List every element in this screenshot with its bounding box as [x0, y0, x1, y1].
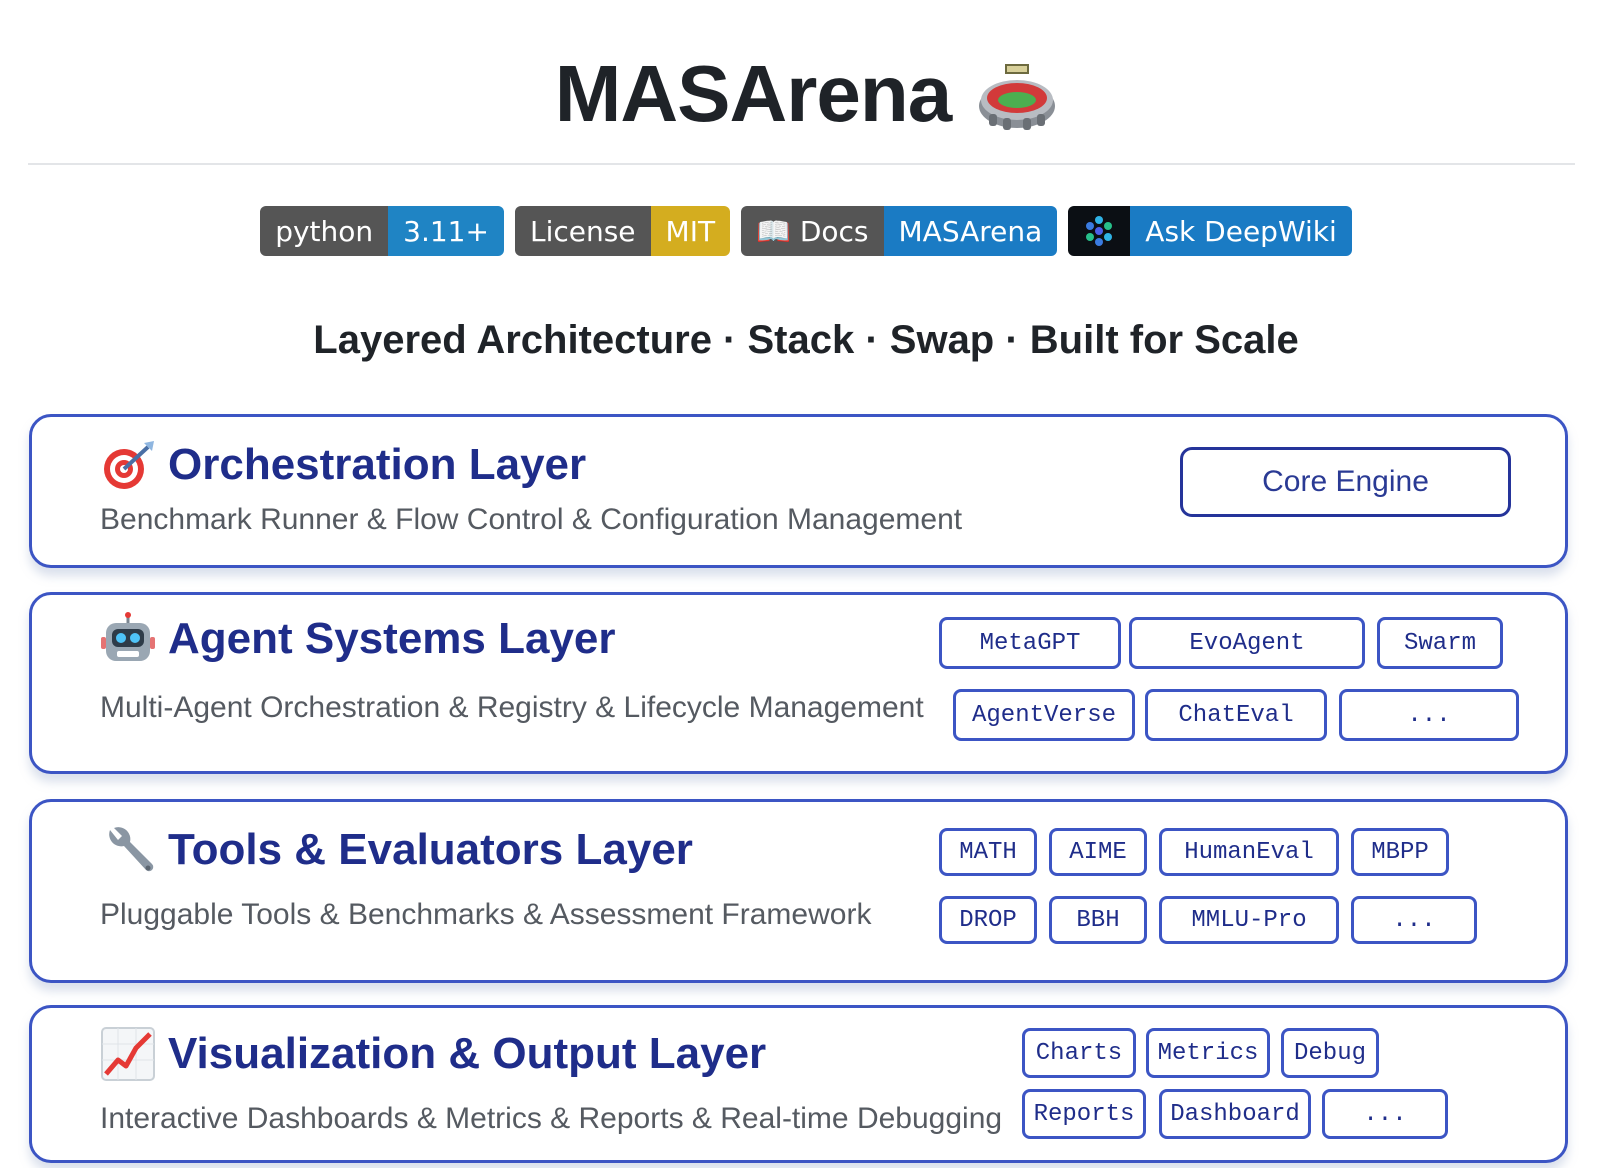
header: MASArena	[0, 44, 1612, 144]
output-chip-charts: Charts	[1022, 1028, 1136, 1078]
chart-increasing-icon	[101, 1027, 155, 1081]
license-badge[interactable]: License MIT	[514, 206, 731, 256]
badge-label: python	[260, 206, 389, 256]
benchmark-chip-mbpp: MBPP	[1351, 828, 1449, 876]
layer-title: Tools & Evaluators Layer	[100, 822, 693, 878]
visualization-output-layer-panel: Visualization & Output Layer Interactive…	[29, 1005, 1568, 1163]
output-chip-metrics: Metrics	[1146, 1028, 1270, 1078]
core-engine-box: Core Engine	[1180, 447, 1511, 517]
agent-chip-evoagent: EvoAgent	[1129, 617, 1365, 669]
output-chip-more: ...	[1322, 1089, 1448, 1139]
layer-title: Orchestration Layer	[100, 437, 586, 493]
agent-systems-layer-panel: Agent Systems Layer Multi-Agent Orchestr…	[29, 592, 1568, 774]
output-chip-reports: Reports	[1022, 1089, 1146, 1139]
agent-chip-more: ...	[1339, 689, 1519, 741]
tools-evaluators-layer-panel: Tools & Evaluators Layer Pluggable Tools…	[29, 799, 1568, 983]
benchmark-chip-more: ...	[1351, 896, 1477, 944]
badge-row: python 3.11+ License MIT 📖 Docs MASArena…	[0, 206, 1612, 256]
agent-chip-agentverse: AgentVerse	[953, 689, 1135, 741]
benchmark-chip-math: MATH	[939, 828, 1037, 876]
output-chip-debug: Debug	[1281, 1028, 1379, 1078]
orchestration-layer-panel: Orchestration Layer Benchmark Runner & F…	[29, 414, 1568, 568]
target-icon	[104, 441, 154, 489]
layer-title-text: Agent Systems Layer	[168, 614, 616, 663]
page-title: MASArena	[554, 49, 953, 138]
stadium-icon	[979, 64, 1056, 130]
layer-description: Multi-Agent Orchestration & Registry & L…	[100, 691, 924, 724]
layer-title-text: Visualization & Output Layer	[168, 1029, 767, 1078]
deepwiki-badge[interactable]: Ask DeepWiki	[1068, 206, 1352, 256]
layer-description: Interactive Dashboards & Metrics & Repor…	[100, 1102, 1003, 1135]
agent-chip-chateval: ChatEval	[1145, 689, 1327, 741]
layer-description: Benchmark Runner & Flow Control & Config…	[100, 503, 963, 536]
robot-icon	[101, 612, 155, 661]
badge-value: MASArena	[883, 206, 1058, 256]
layer-title: Agent Systems Layer	[100, 611, 616, 667]
agent-chip-metagpt: MetaGPT	[939, 617, 1121, 669]
wrench-icon	[109, 827, 154, 872]
agent-chip-swarm: Swarm	[1377, 617, 1503, 669]
badge-label: License	[514, 206, 651, 256]
benchmark-chip-aime: AIME	[1049, 828, 1147, 876]
output-chip-dashboard: Dashboard	[1159, 1089, 1311, 1139]
divider	[28, 163, 1575, 165]
tagline: Layered Architecture · Stack · Swap · Bu…	[313, 318, 1299, 362]
python-version-badge[interactable]: python 3.11+	[260, 206, 504, 256]
benchmark-chip-humaneval: HumanEval	[1159, 828, 1339, 876]
badge-value: Ask DeepWiki	[1130, 206, 1352, 256]
docs-badge[interactable]: 📖 Docs MASArena	[741, 206, 1058, 256]
benchmark-chip-drop: DROP	[939, 896, 1037, 944]
badge-label: 📖 Docs	[741, 206, 884, 256]
badge-value: 3.11+	[388, 206, 504, 256]
layer-title: Visualization & Output Layer	[100, 1026, 766, 1082]
deepwiki-logo-icon	[1068, 206, 1131, 256]
layer-title-text: Orchestration Layer	[168, 440, 587, 489]
layer-description: Pluggable Tools & Benchmarks & Assessmen…	[100, 898, 872, 931]
benchmark-chip-bbh: BBH	[1049, 896, 1147, 944]
badge-value: MIT	[650, 206, 731, 256]
layer-title-text: Tools & Evaluators Layer	[168, 825, 693, 874]
benchmark-chip-mmlu-pro: MMLU-Pro	[1159, 896, 1339, 944]
